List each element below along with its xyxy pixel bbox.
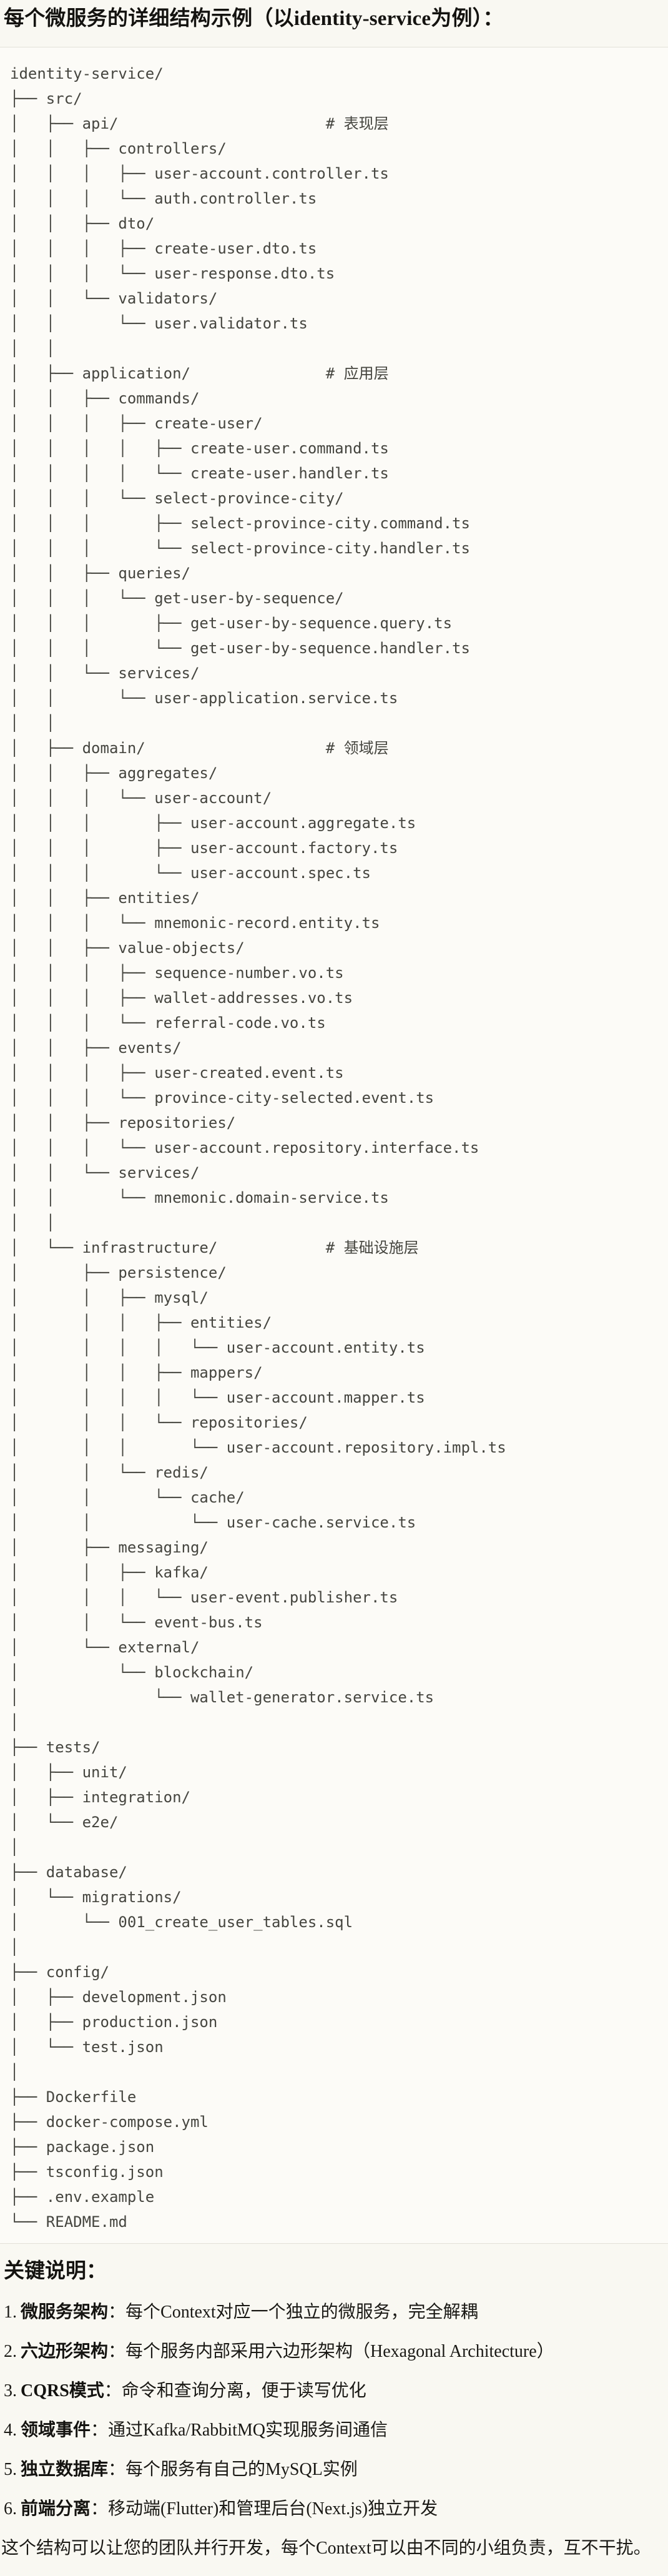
note-item-5: 5.独立数据库：每个服务有自己的MySQL实例 <box>4 2459 664 2481</box>
note-text: ：通过Kafka/RabbitMQ实现服务间通信 <box>91 2421 388 2440</box>
note-number: 3. <box>4 2381 17 2401</box>
note-term: CQRS模式 <box>21 2381 104 2401</box>
note-number: 6. <box>4 2499 17 2519</box>
note-text: ：每个服务内部采用六边形架构（Hexagonal Architecture） <box>108 2342 554 2362</box>
note-number: 4. <box>4 2421 17 2440</box>
note-item-1: 1.微服务架构：每个Context对应一个独立的微服务，完全解耦 <box>4 2301 664 2324</box>
note-item-6: 6.前端分离：移动端(Flutter)和管理后台(Next.js)独立开发 <box>4 2498 664 2520</box>
document-page: 每个微服务的详细结构示例（以identity-service为例）： ident… <box>0 5 668 2570</box>
note-term: 前端分离 <box>21 2499 91 2519</box>
page-title: 每个微服务的详细结构示例（以identity-service为例）： <box>4 7 504 30</box>
note-number: 2. <box>4 2342 17 2362</box>
note-item-2: 2.六边形架构：每个服务内部采用六边形架构（Hexagonal Architec… <box>4 2341 664 2363</box>
code-block: identity-service/ ├── src/ │ ├── api/ # … <box>0 46 668 2244</box>
notes-list: 1.微服务架构：每个Context对应一个独立的微服务，完全解耦 2.六边形架构… <box>4 2301 664 2520</box>
note-term: 微服务架构 <box>21 2302 109 2322</box>
note-text: ：每个服务有自己的MySQL实例 <box>108 2460 358 2480</box>
directory-tree: identity-service/ ├── src/ │ ├── api/ # … <box>10 64 506 2231</box>
note-number: 1. <box>4 2302 17 2322</box>
note-item-4: 4.领域事件：通过Kafka/RabbitMQ实现服务间通信 <box>4 2419 664 2442</box>
note-number: 5. <box>4 2460 17 2480</box>
note-term: 独立数据库 <box>21 2460 109 2480</box>
note-text: ：每个Context对应一个独立的微服务，完全解耦 <box>108 2302 478 2322</box>
note-term: 领域事件 <box>21 2421 91 2440</box>
footer-paragraph: 这个结构可以让您的团队并行开发，每个Context可以由不同的小组负责，互不干扰… <box>1 2539 651 2559</box>
note-text: ：移动端(Flutter)和管理后台(Next.js)独立开发 <box>91 2499 438 2519</box>
note-item-3: 3.CQRS模式：命令和查询分离，便于读写优化 <box>4 2380 664 2402</box>
note-term: 六边形架构 <box>21 2342 109 2362</box>
notes-heading: 关键说明： <box>4 2259 107 2282</box>
note-text: ：命令和查询分离，便于读写优化 <box>104 2381 366 2401</box>
